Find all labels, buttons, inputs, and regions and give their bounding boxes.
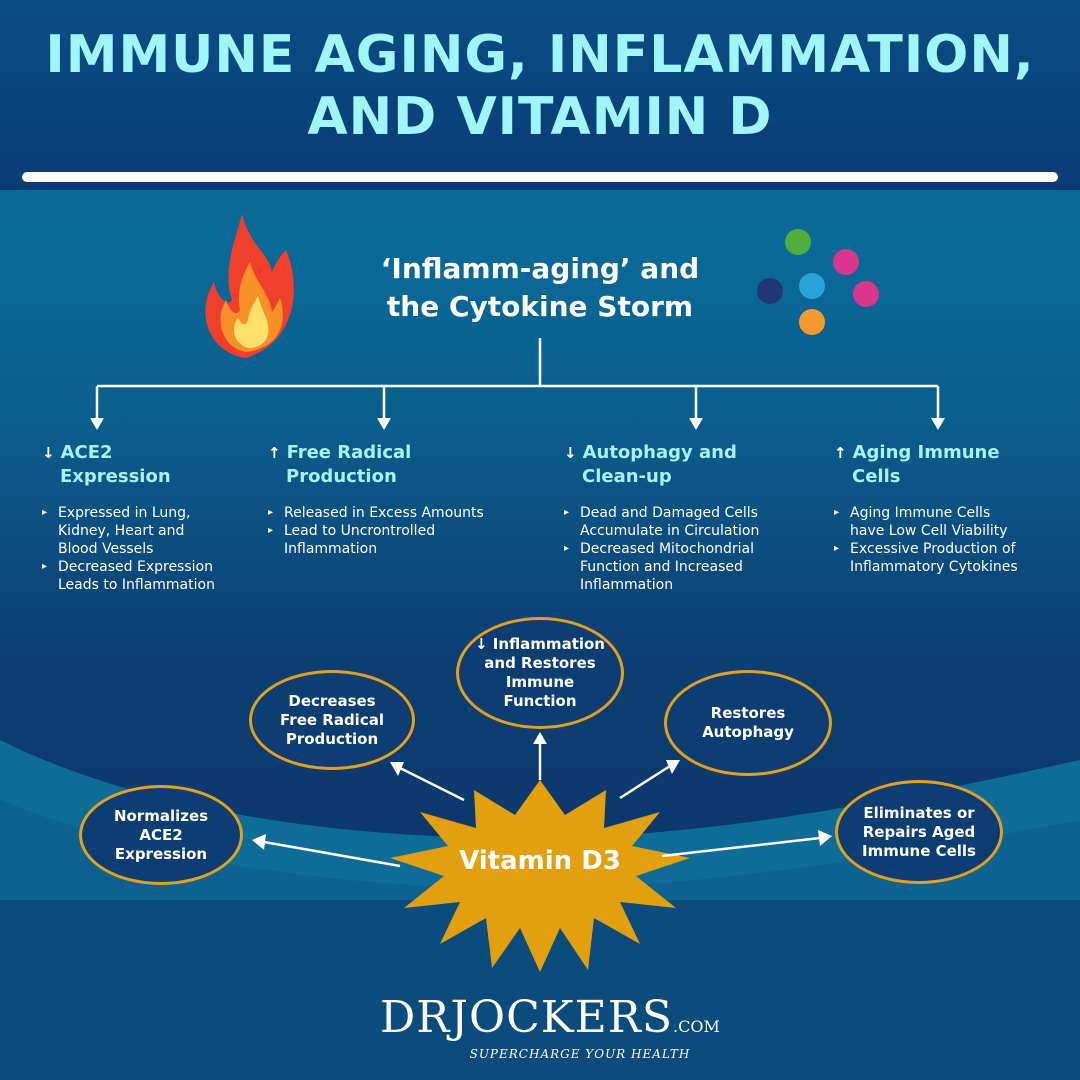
header-band (0, 0, 1080, 190)
list-item-line: Aging Immune Cells (850, 505, 991, 521)
list-item: Decreased Expression Leads to Inflammati… (42, 558, 252, 594)
list-item: Released in Excess Amounts (268, 504, 528, 522)
bubble-restores-immune-function: ↓ Inflammation and Restores Immune Funct… (456, 617, 624, 729)
list-item-line: Accumulate in Circulation (580, 523, 760, 539)
column-aging-cells-heading: ↑ Aging Immune Cells (834, 441, 1000, 488)
list-item-line: Decreased Mitochondrial (580, 541, 755, 557)
bubble-line: Function (503, 692, 577, 710)
list-item-line: Released in Excess Amounts (284, 505, 484, 521)
bubble-restores-autophagy: Restores Autophagy (664, 670, 832, 776)
bubble-line: Expression (114, 844, 208, 863)
drjockers-logo: DRJOCKERS.COM SUPERCHARGE YOUR HEALTH (380, 996, 720, 1062)
list-item-line: Inflammation (580, 577, 674, 593)
bubble-line: Decreases (288, 691, 376, 710)
list-item: Aging Immune Cells have Low Cell Viabili… (834, 504, 1074, 540)
bubble-decreases-free-radical: Decreases Free Radical Production (249, 670, 415, 770)
list-item: Excessive Production of Inflammatory Cyt… (834, 540, 1074, 576)
list-item-line: Lead to Uncrontrolled (284, 523, 436, 539)
center-heading-line-1: ‘Inflamm-aging’ and (380, 252, 700, 285)
bubble-line: Production (285, 729, 379, 748)
list-item-line: Blood Vessels (58, 541, 154, 557)
list-item-line: Function and Increased (580, 559, 743, 575)
column-ace2-heading-line-1: ACE2 (60, 442, 113, 463)
bubble-eliminates-aged-cells: Eliminates or Repairs Aged Immune Cells (835, 780, 1003, 884)
list-item-line: Leads to Inflammation (58, 577, 215, 593)
fire-icon (205, 214, 294, 358)
column-free-radical-list: Released in Excess Amounts Lead to Uncro… (268, 504, 528, 558)
list-item-line: Decreased Expression (58, 559, 213, 575)
bubble-line: Restores (710, 704, 786, 722)
logo-text: DRJOCKERS (380, 992, 674, 1043)
down-arrow-icon: ↓ (42, 444, 55, 462)
column-ace2-heading-line-2: Expression (60, 466, 171, 487)
list-item-line: Dead and Damaged Cells (580, 505, 758, 521)
bubble-line: Eliminates or (863, 803, 975, 822)
cytokine-dots-icon (757, 229, 879, 335)
column-autophagy-heading: ↓ Autophagy and Clean-up (564, 441, 737, 488)
logo-main: DRJOCKERS.COM (380, 996, 720, 1049)
vitamin-d3-label: Vitamin D3 (459, 846, 621, 876)
list-item-line: Kidney, Heart and (58, 523, 185, 539)
bubble-line: Autophagy (702, 723, 794, 741)
center-heading-line-2: the Cytokine Storm (386, 290, 694, 323)
column-autophagy-list: Dead and Damaged Cells Accumulate in Cir… (564, 504, 814, 594)
page-title: IMMUNE AGING, INFLAMMATION, AND VITAMIN … (0, 24, 1080, 148)
column-aging-cells-heading-line-2: Cells (852, 466, 901, 487)
bubble-line: Free Radical (280, 710, 384, 729)
list-item-line: have Low Cell Viability (850, 523, 1008, 539)
column-autophagy-heading-line-1: Autophagy and (582, 442, 737, 463)
connector-tree (95, 338, 940, 420)
column-aging-cells-heading-line-1: Aging Immune (852, 442, 1000, 463)
d3-arrows (263, 744, 821, 868)
center-heading: ‘Inflamm-aging’ and the Cytokine Storm (320, 250, 760, 326)
list-item: Lead to Uncrontrolled Inflammation (268, 522, 528, 558)
column-free-radical-heading-line-1: Free Radical (286, 442, 412, 463)
logo-tagline: SUPERCHARGE YOUR HEALTH (469, 1047, 691, 1061)
column-free-radical-heading: ↑ Free Radical Production (268, 441, 411, 488)
list-item-line: Expressed in Lung, (58, 505, 191, 521)
title-line-2: AND VITAMIN D (307, 87, 773, 147)
up-arrow-icon: ↑ (268, 444, 281, 462)
list-item-line: Excessive Production of (850, 541, 1016, 557)
list-item: Dead and Damaged Cells Accumulate in Cir… (564, 504, 814, 540)
list-item: Expressed in Lung, Kidney, Heart and Blo… (42, 504, 252, 558)
column-autophagy-heading-line-2: Clean-up (582, 466, 672, 487)
bubble-normalizes-ace2: Normalizes ACE2 Expression (79, 785, 243, 885)
column-free-radical-heading-line-2: Production (286, 466, 397, 487)
d3-arrowheads (252, 732, 832, 850)
connector-arrowheads (90, 418, 945, 430)
bubble-line: Normalizes (113, 806, 209, 825)
title-line-1: IMMUNE AGING, INFLAMMATION, (45, 25, 1035, 85)
bubble-line: and Restores (484, 654, 596, 672)
bubble-line: Repairs Aged (862, 822, 976, 841)
column-ace2-heading: ↓ ACE2 Expression (42, 441, 171, 488)
column-ace2-list: Expressed in Lung, Kidney, Heart and Blo… (42, 504, 252, 594)
bubble-line: Immune (505, 673, 575, 691)
list-item-line: Inflammation (284, 541, 378, 557)
list-item-line: Inflammatory Cytokines (850, 559, 1018, 575)
title-divider (22, 172, 1058, 182)
column-aging-cells-list: Aging Immune Cells have Low Cell Viabili… (834, 504, 1074, 576)
bubble-line: ↓ Inflammation (475, 635, 605, 653)
logo-suffix: .COM (673, 1017, 720, 1036)
list-item: Decreased Mitochondrial Function and Inc… (564, 540, 814, 594)
vitamin-d3-starburst (390, 780, 690, 972)
down-arrow-icon: ↓ (564, 444, 577, 462)
up-arrow-icon: ↑ (834, 444, 847, 462)
bubble-line: Immune Cells (862, 841, 976, 860)
bubble-line: ACE2 (139, 825, 183, 844)
